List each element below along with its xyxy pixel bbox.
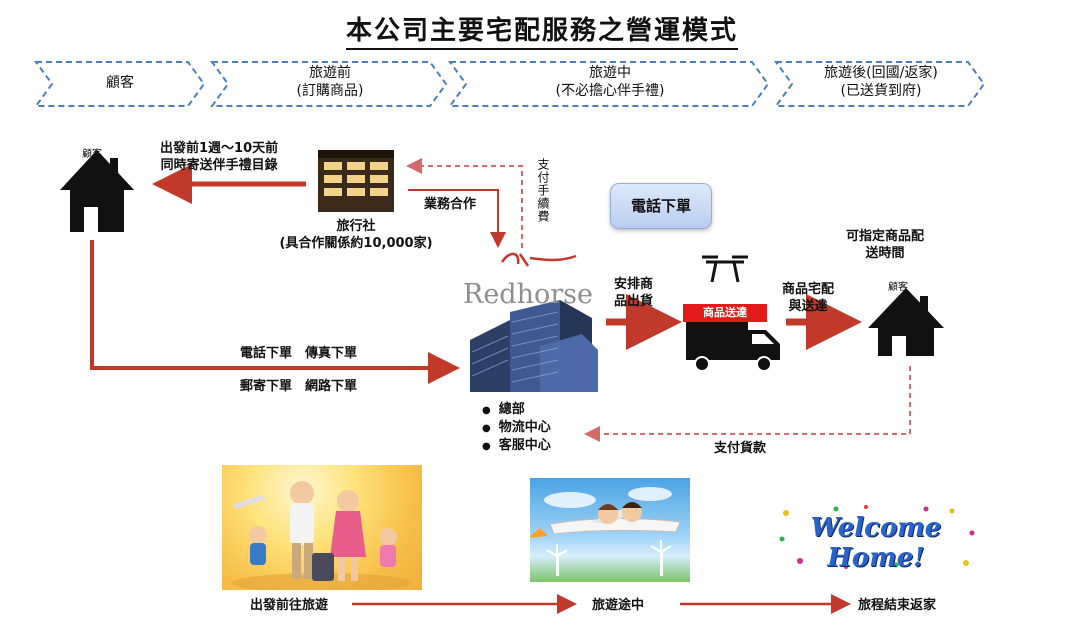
phone-order-button[interactable]: 電話下單 — [610, 183, 712, 229]
travel-family-image — [222, 465, 422, 590]
arrow-business-coop — [408, 189, 506, 248]
stage-during-title: 旅遊中 — [589, 65, 631, 81]
stage-after-title: 旅遊後(回國/返家) — [824, 65, 938, 81]
redhorse-logo-icon — [500, 252, 577, 267]
arrange-shipping-label: 安排商 品出貨 — [614, 276, 653, 310]
catalog-note-line1: 出發前1週～10天前 — [160, 141, 279, 156]
travel-agency-count: (具合作關係約10,000家) — [279, 236, 433, 251]
designate-time-label: 可指定商品配 送時間 — [846, 228, 924, 262]
page-title-text: 本公司主要宅配服務之營運模式 — [345, 16, 738, 50]
stage-label-before: 旅遊前 (訂購商品) — [240, 64, 420, 100]
arrow-pay-fee — [406, 158, 523, 248]
stage-customer-title: 顧客 — [106, 75, 134, 91]
stage-label-after: 旅遊後(回國/返家) (已送貨到府) — [796, 64, 966, 100]
travel-family-illustration — [232, 481, 412, 590]
stage-chevron-after — [774, 61, 986, 107]
designate-line2: 送時間 — [865, 246, 905, 261]
house-sign-right: 顧客 — [888, 282, 908, 293]
welcome-home-image: Welcome Home! — [776, 503, 976, 571]
truck-icon — [686, 322, 780, 372]
stage-before-title: 旅遊前 — [309, 65, 351, 81]
delivery-line1: 商品宅配 — [782, 282, 835, 297]
arrow-pay-goods — [584, 366, 911, 442]
hq-unit-customer-service: 客服中心 — [482, 437, 551, 455]
arrange-line2: 品出貨 — [614, 294, 654, 309]
arrow-order-to-redhorse — [90, 240, 460, 384]
travel-agency-label: 旅行社 (具合作關係約10,000家) — [276, 218, 436, 252]
kids-airplane-illustration — [530, 487, 681, 576]
delivery-line2: 與送達 — [788, 299, 828, 314]
pay-goods-label: 支付貨款 — [714, 441, 767, 456]
hq-unit-headquarters: 總部 — [482, 401, 551, 419]
designate-line1: 可指定商品配 — [846, 229, 925, 244]
stage-chevron-during — [448, 61, 770, 107]
hq-units-list: 總部 物流中心 客服中心 — [482, 401, 551, 455]
stage-chevron-before — [210, 61, 448, 107]
house-icon-left — [60, 150, 134, 232]
drone-icon — [702, 255, 748, 283]
stage-chevron-customer — [34, 61, 206, 107]
house-sign-left: 顧客 — [82, 149, 102, 160]
stage-label-during: 旅遊中 (不必擔心伴手禮) — [480, 64, 740, 100]
travel-agency-building-icon — [318, 150, 394, 212]
redhorse-wordmark: Redhorse — [463, 279, 593, 310]
arrange-line1: 安排商 — [614, 277, 654, 292]
bottom-step-depart: 出發前往旅遊 — [250, 598, 329, 613]
stage-banner — [34, 61, 986, 107]
catalog-note-line2: 同時寄送伴手禮目錄 — [160, 158, 278, 173]
bottom-step-during: 旅遊途中 — [592, 598, 645, 613]
order-methods-line2: 郵寄下單 網路下單 — [240, 379, 358, 394]
stage-before-subtitle: (訂購商品) — [296, 83, 364, 99]
pay-fee-label: 支付手續費 — [536, 158, 550, 223]
catalog-note: 出發前1週～10天前 同時寄送伴手禮目錄 — [160, 140, 278, 174]
truck-sign: 商品送達 — [683, 304, 767, 322]
bottom-step-return: 旅程結束返家 — [858, 598, 937, 613]
stage-during-subtitle: (不必擔心伴手禮) — [555, 83, 665, 99]
business-coop-label: 業務合作 — [424, 197, 477, 212]
kids-airplane-image — [530, 478, 690, 582]
stage-label-customer: 顧客 — [60, 74, 180, 92]
stage-after-subtitle: (已送貨到府) — [840, 83, 922, 99]
house-icon-right — [868, 288, 944, 356]
hq-building-icon — [470, 300, 598, 392]
delivery-label: 商品宅配 與送達 — [782, 281, 834, 315]
welcome-decoration — [779, 505, 975, 569]
order-methods-line1: 電話下單 傳真下單 — [240, 346, 358, 361]
hq-unit-logistics: 物流中心 — [482, 419, 551, 437]
page-title: 本公司主要宅配服務之營運模式 — [0, 10, 1084, 50]
travel-agency-name: 旅行社 — [336, 219, 376, 234]
welcome-home-text: Welcome Home! — [810, 513, 942, 571]
